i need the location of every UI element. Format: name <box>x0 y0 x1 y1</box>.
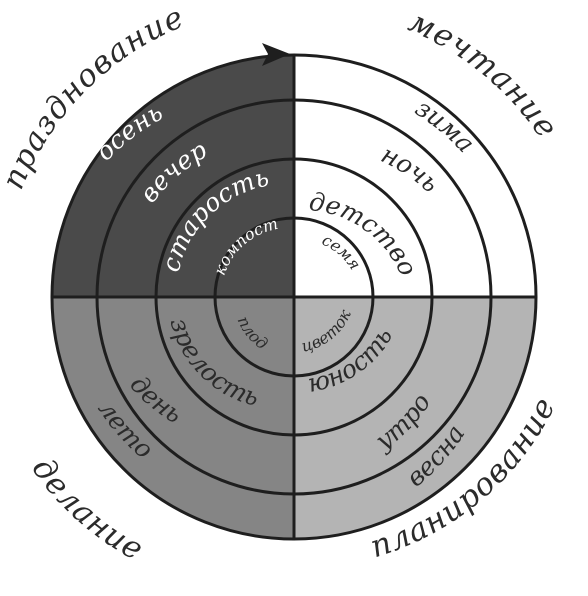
arrow-right-icon <box>262 43 290 66</box>
ring-lines <box>50 53 538 541</box>
